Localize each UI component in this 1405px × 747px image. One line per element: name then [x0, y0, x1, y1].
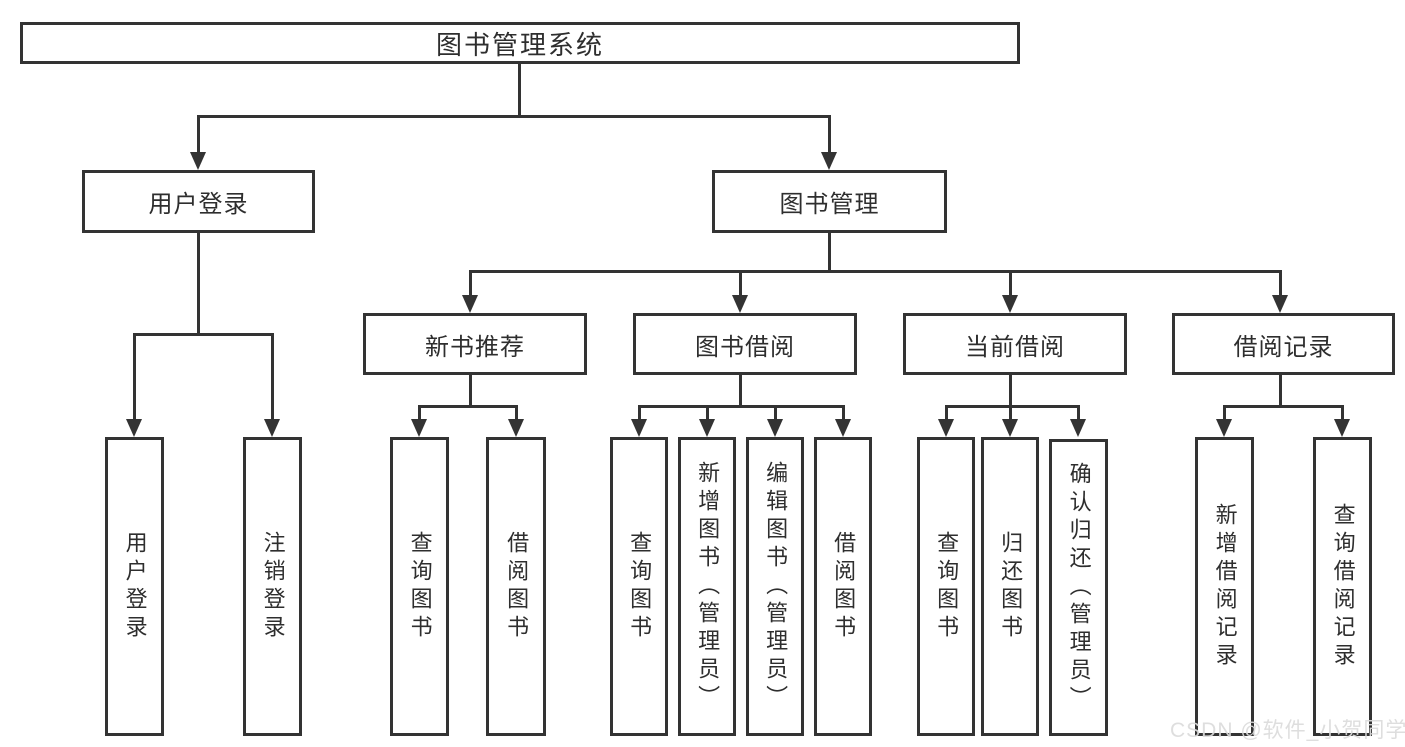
- connector-line: [739, 375, 742, 408]
- node-new-book-recommend: 新书推荐: [363, 313, 587, 375]
- node-borrow-records: 借阅记录: [1172, 313, 1395, 375]
- connector-arrow: [767, 419, 783, 437]
- leaf-nbr-borrow-books: 借阅图书: [486, 437, 546, 736]
- node-current-borrow: 当前借阅: [903, 313, 1127, 375]
- node-book-borrow: 图书借阅: [633, 313, 857, 375]
- leaf-logout: 注销登录: [243, 437, 302, 736]
- connector-arrow: [631, 419, 647, 437]
- connector-arrow: [126, 419, 142, 437]
- leaf-br-query-record: 查询借阅记录: [1313, 437, 1372, 736]
- connector-line: [774, 405, 777, 421]
- connector-line: [271, 333, 274, 421]
- connector-arrow: [264, 419, 280, 437]
- node-library-system: 图书管理系统: [20, 22, 1020, 64]
- leaf-cb-return-books: 归还图书: [981, 437, 1039, 736]
- connector-line: [469, 270, 472, 298]
- connector-arrow: [821, 152, 837, 170]
- connector-line: [418, 405, 518, 408]
- connector-line: [1009, 405, 1012, 421]
- leaf-bb-query-books: 查询图书: [610, 437, 668, 736]
- connector-arrow: [1334, 419, 1350, 437]
- connector-arrow: [732, 295, 748, 313]
- connector-line: [1223, 405, 1343, 408]
- connector-arrow: [462, 295, 478, 313]
- connector-arrow: [938, 419, 954, 437]
- leaf-user-login: 用户登录: [105, 437, 164, 736]
- connector-line: [1279, 375, 1282, 408]
- connector-line: [197, 115, 831, 118]
- leaf-cb-confirm-return-admin: 确认归还（管理员）: [1049, 439, 1108, 736]
- connector-line: [418, 405, 421, 421]
- connector-line: [706, 405, 709, 421]
- leaf-cb-query-books: 查询图书: [917, 437, 975, 736]
- connector-arrow: [190, 152, 206, 170]
- connector-line: [197, 115, 200, 155]
- connector-arrow: [411, 419, 427, 437]
- connector-line: [739, 270, 742, 298]
- connector-arrow: [1216, 419, 1232, 437]
- connector-arrow: [1070, 419, 1086, 437]
- connector-line: [828, 115, 831, 155]
- connector-line: [133, 333, 274, 336]
- connector-line: [133, 333, 136, 421]
- connector-line: [828, 233, 831, 273]
- connector-line: [638, 405, 641, 421]
- leaf-bb-add-books-admin: 新增图书（管理员）: [678, 437, 736, 736]
- connector-line: [945, 405, 948, 421]
- connector-line: [469, 375, 472, 408]
- connector-line: [1009, 270, 1012, 298]
- connector-line: [518, 62, 521, 118]
- connector-arrow: [699, 419, 715, 437]
- node-book-management: 图书管理: [712, 170, 947, 233]
- connector-line: [945, 405, 1079, 408]
- csdn-watermark: CSDN @软件_小贺同学: [1170, 719, 1405, 742]
- connector-line: [1009, 375, 1012, 408]
- connector-line: [1341, 405, 1344, 421]
- connector-line: [515, 405, 518, 421]
- leaf-br-add-record: 新增借阅记录: [1195, 437, 1254, 736]
- connector-arrow: [1272, 295, 1288, 313]
- connector-arrow: [835, 419, 851, 437]
- connector-line: [469, 270, 1282, 273]
- connector-line: [638, 405, 845, 408]
- connector-line: [1279, 270, 1282, 298]
- connector-line: [197, 233, 200, 336]
- connector-arrow: [1002, 295, 1018, 313]
- connector-line: [842, 405, 845, 421]
- leaf-nbr-query-books: 查询图书: [390, 437, 449, 736]
- connector-line: [1077, 405, 1080, 421]
- leaf-bb-borrow-books: 借阅图书: [814, 437, 872, 736]
- node-user-login: 用户登录: [82, 170, 315, 233]
- leaf-bb-edit-books-admin: 编辑图书（管理员）: [746, 437, 804, 736]
- connector-line: [1223, 405, 1226, 421]
- connector-arrow: [508, 419, 524, 437]
- connector-arrow: [1002, 419, 1018, 437]
